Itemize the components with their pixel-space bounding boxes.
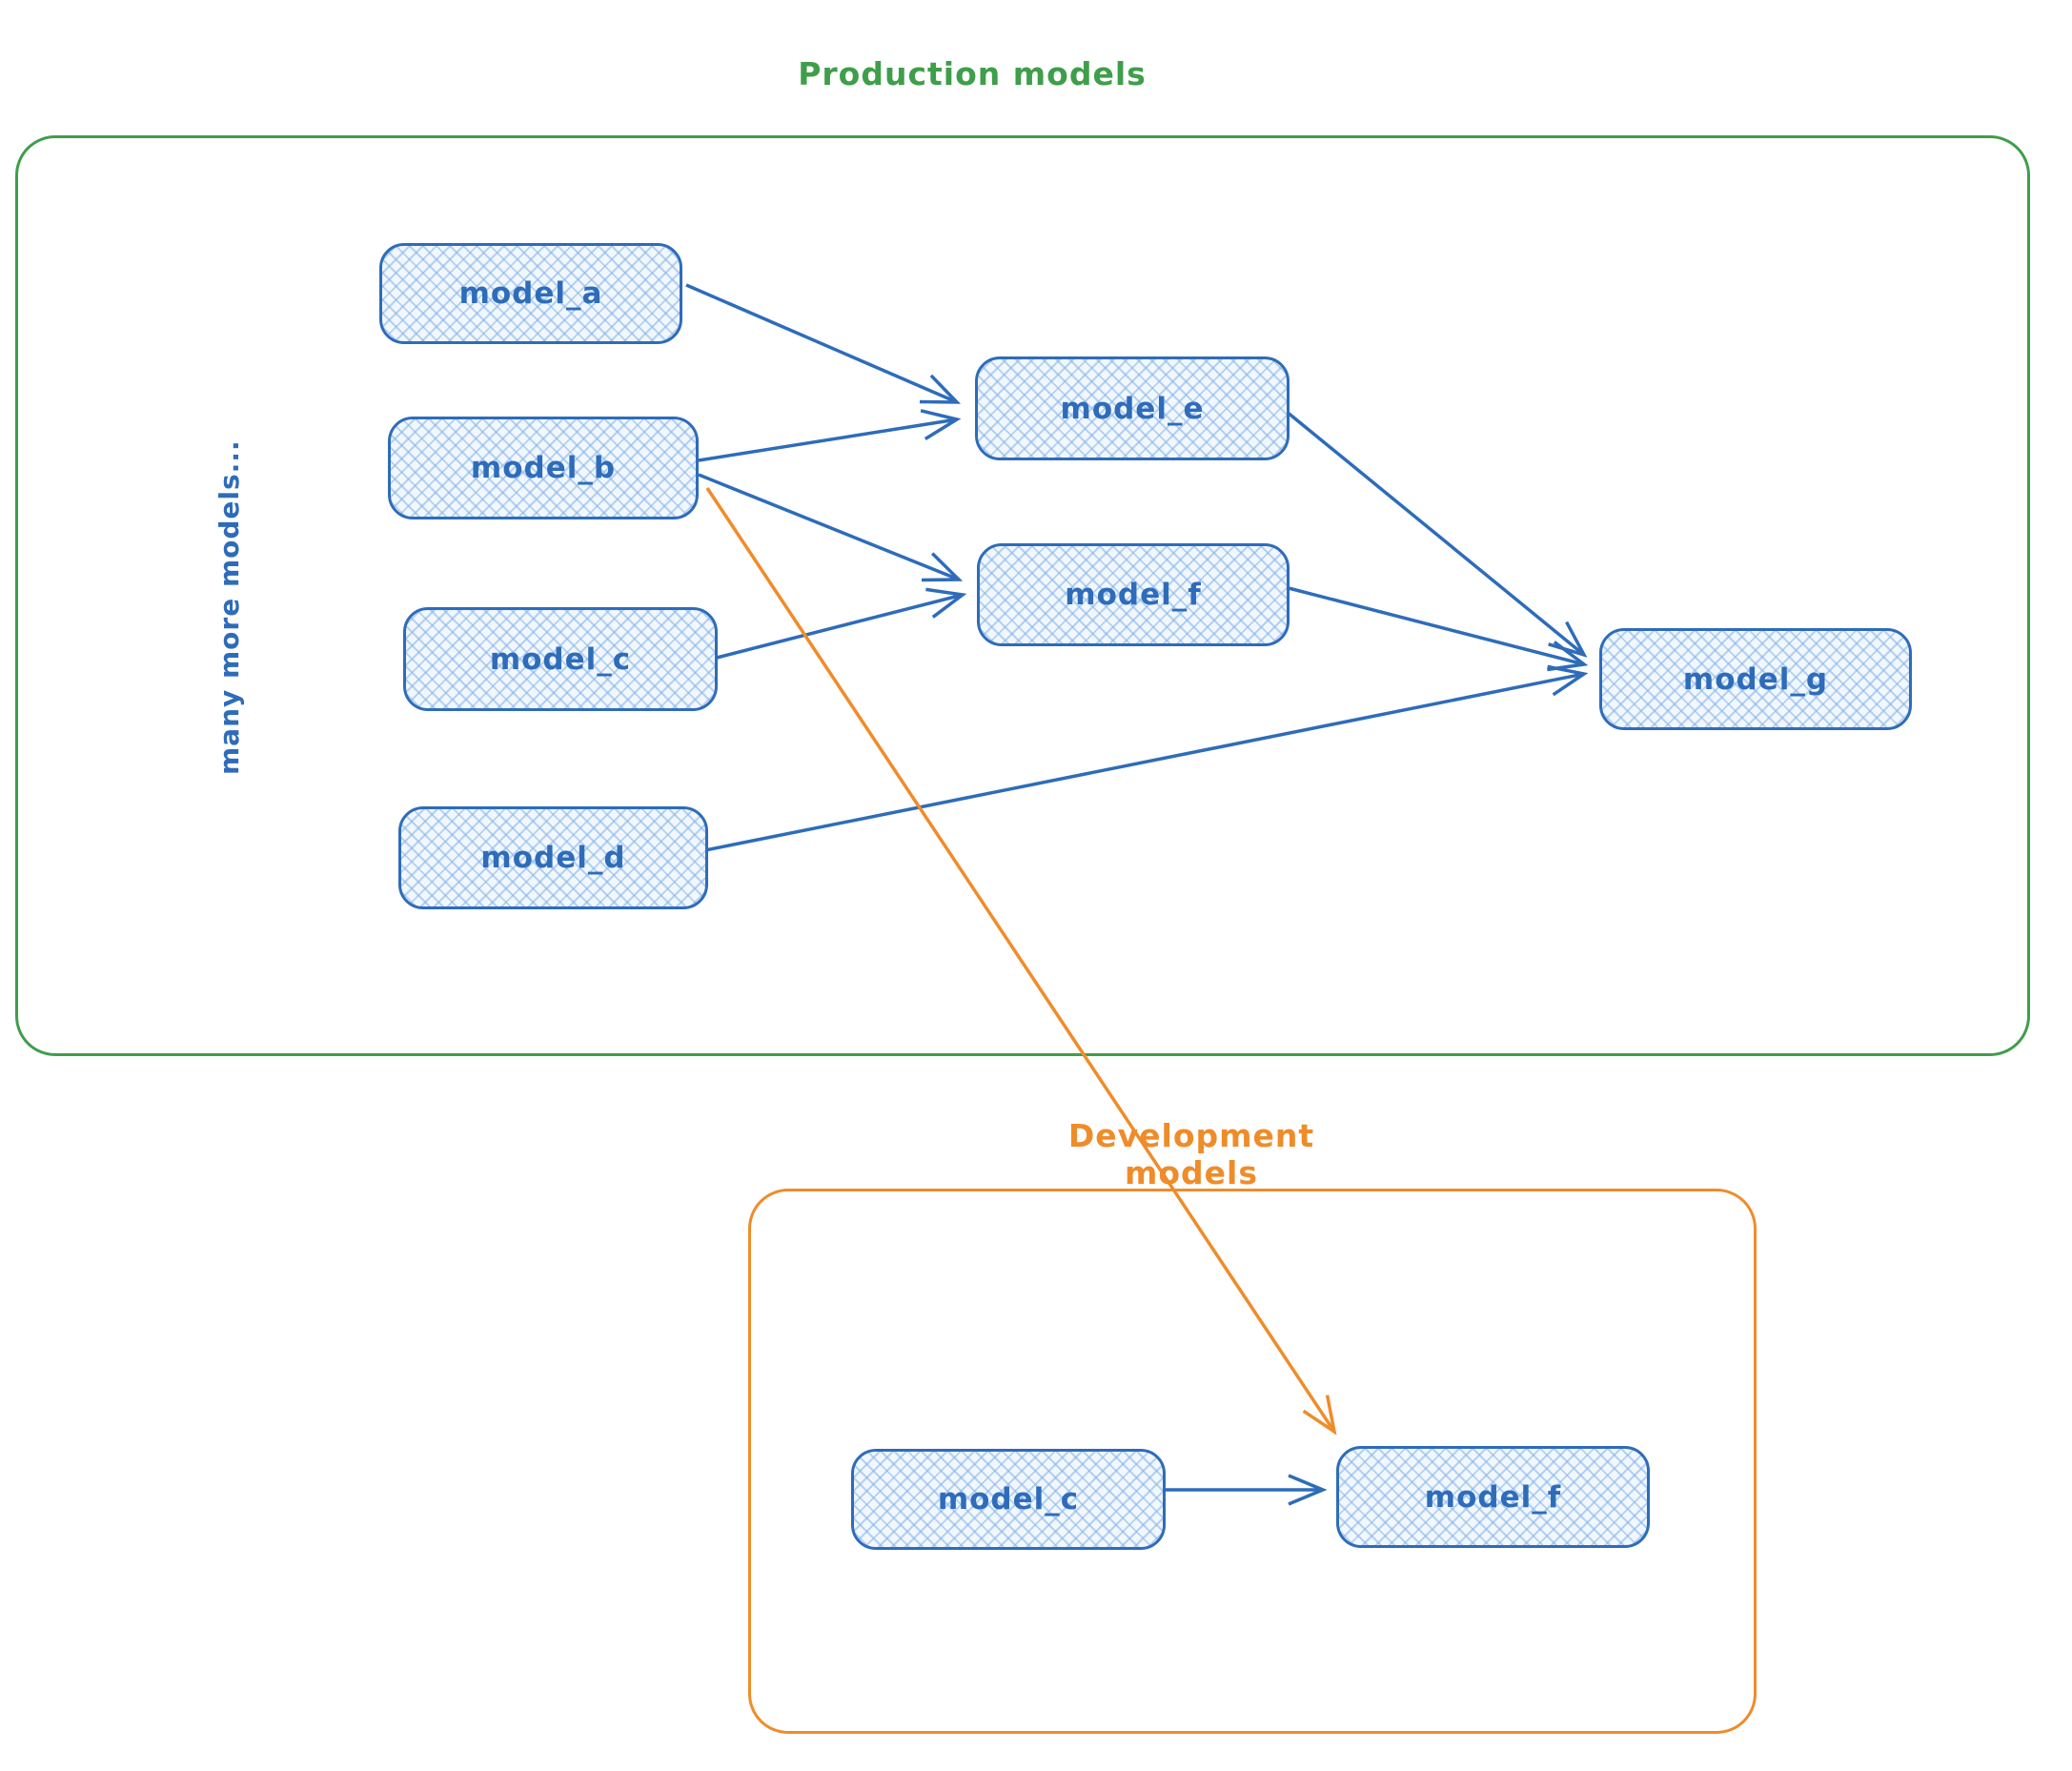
node-model-g[interactable]: model_g [1599,628,1912,730]
node-model-e-label: model_e [1060,391,1205,426]
node-model-f[interactable]: model_f [977,543,1290,646]
node-model-c[interactable]: model_c [403,607,718,711]
node-model-b-label: model_b [470,451,617,485]
node-dev-model-f[interactable]: model_f [1336,1446,1650,1548]
node-model-a[interactable]: model_a [379,243,682,344]
node-model-c-label: model_c [489,641,632,677]
node-model-b[interactable]: model_b [388,417,699,519]
development-group-title: Development models [1067,1117,1315,1191]
node-dev-model-f-label: model_f [1424,1479,1562,1515]
node-model-a-label: model_a [458,276,603,311]
node-model-e[interactable]: model_e [975,356,1290,460]
node-model-d[interactable]: model_d [398,806,708,909]
node-model-f-label: model_f [1065,578,1202,612]
node-dev-model-c[interactable]: model_c [851,1449,1166,1550]
many-more-models-note: many more models... [213,439,245,775]
production-group-title: Production models [798,55,1147,92]
node-dev-model-c-label: model_c [937,1482,1080,1517]
node-model-g-label: model_g [1682,662,1829,697]
node-model-d-label: model_d [480,841,626,875]
